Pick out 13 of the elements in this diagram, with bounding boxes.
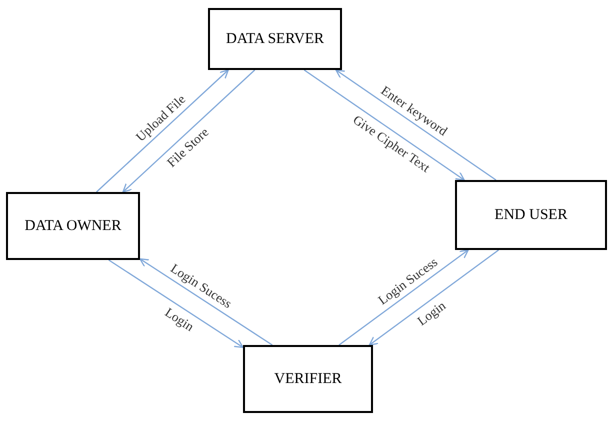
process-box: DATA SERVER [208,8,342,70]
arrow [368,250,499,346]
arrow [96,69,229,192]
arrow [139,258,273,346]
process-box: DATA OWNER [6,192,140,260]
process-box: VERIFIER [243,345,373,413]
edge-label: File Store [164,125,211,170]
arrow [122,70,256,193]
arrow [304,70,465,181]
arrow [338,249,469,346]
arrow [108,260,244,348]
process-box: END USER [455,180,607,250]
arrow [335,69,496,180]
